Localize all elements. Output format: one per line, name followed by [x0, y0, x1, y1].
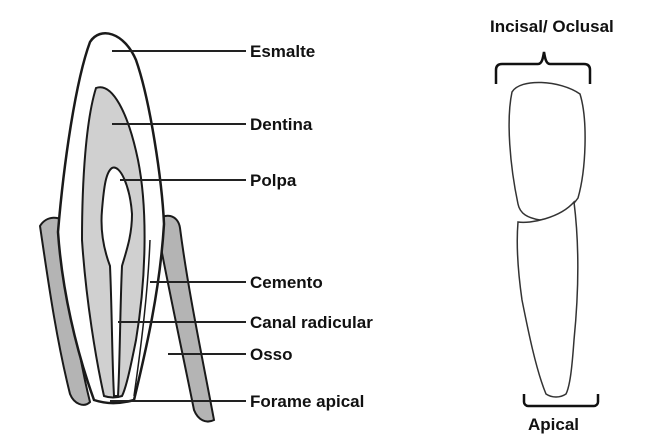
- label-polpa: Polpa: [250, 171, 297, 190]
- label-apical: Apical: [528, 415, 579, 434]
- label-canal-radicular: Canal radicular: [250, 313, 373, 332]
- label-forame-apical: Forame apical: [250, 392, 364, 411]
- label-osso: Osso: [250, 345, 293, 364]
- label-esmalte: Esmalte: [250, 42, 315, 61]
- label-cemento: Cemento: [250, 273, 323, 292]
- tooth-profile-icon: [509, 82, 585, 397]
- crown-outline: [509, 82, 585, 220]
- bone-right: [156, 216, 214, 422]
- label-incisal-oclusal: Incisal/ Oclusal: [490, 17, 614, 36]
- tooth-cross-section-icon: [40, 33, 214, 421]
- label-dentina: Dentina: [250, 115, 313, 134]
- root-outline: [517, 202, 578, 397]
- bracket-incisal: [496, 52, 590, 84]
